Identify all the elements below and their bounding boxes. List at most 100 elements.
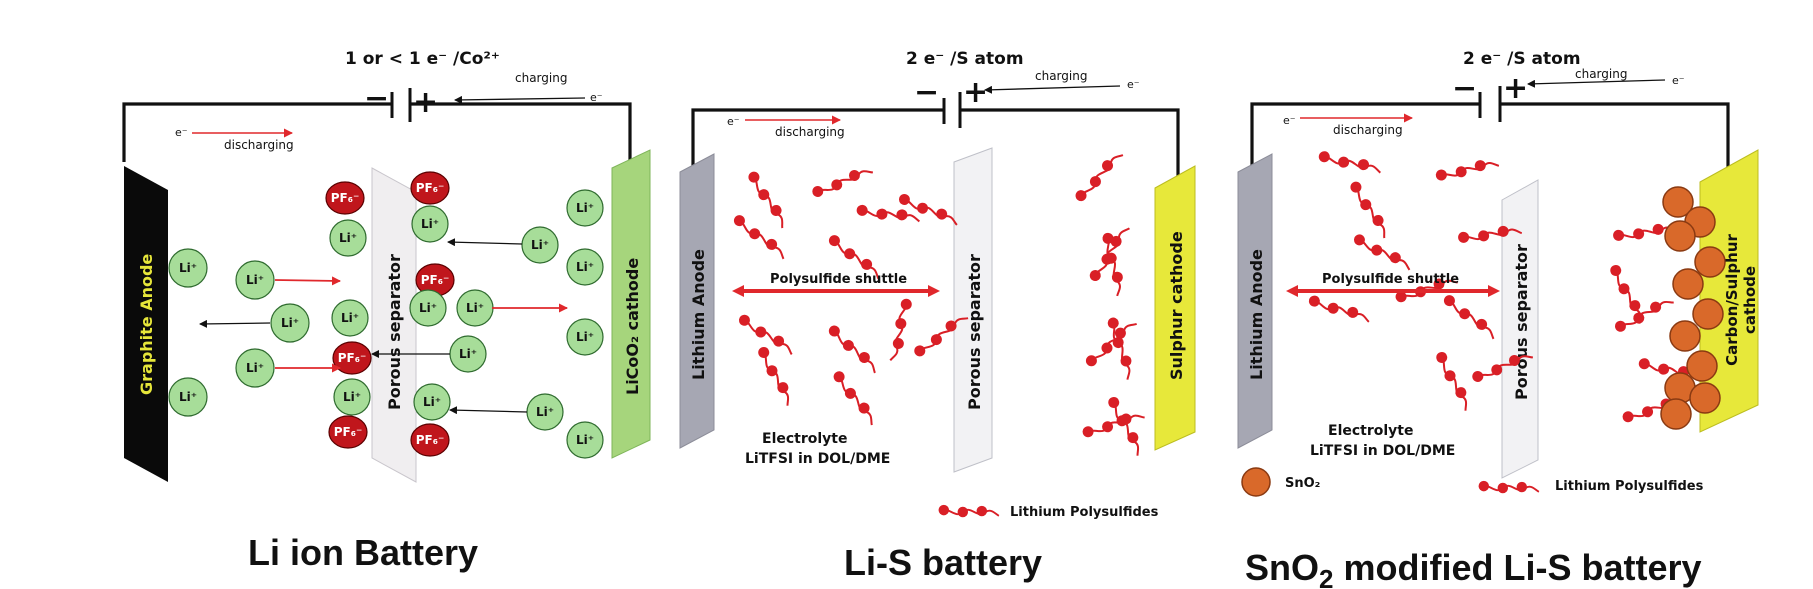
electron-symbol: e⁻ <box>1127 78 1140 91</box>
panel-title: Li ion Battery <box>248 532 478 573</box>
licoo2-cathode-label: LiCoO₂ cathode <box>623 258 642 395</box>
svg-text:Li⁺: Li⁺ <box>339 231 357 245</box>
ion-arrow-black <box>199 319 271 328</box>
sno2-particle <box>1660 398 1692 430</box>
polysulfide-chain <box>1435 160 1500 181</box>
polysulfide-chain <box>1085 323 1137 367</box>
polysulfide-chain <box>1089 227 1131 282</box>
polysulfide-chain <box>1082 413 1145 438</box>
polysulfide-chain <box>733 215 785 260</box>
polysulfide-chain <box>812 169 873 197</box>
discharging-label: discharging <box>224 138 294 152</box>
electron-count-label: 1 or < 1 e⁻ /Co²⁺ <box>345 49 500 69</box>
svg-text:Li⁺: Li⁺ <box>179 390 197 404</box>
separator-label: Porous separator <box>965 254 984 410</box>
li-ion: Li⁺ <box>409 289 447 327</box>
pf6-ion: PF₆⁻ <box>332 341 372 375</box>
svg-text:Li⁺: Li⁺ <box>341 311 359 325</box>
svg-text:PF₆⁻: PF₆⁻ <box>338 351 367 365</box>
polysulfide-chain <box>758 346 790 406</box>
svg-text:Li⁺: Li⁺ <box>466 301 484 315</box>
svg-text:Li⁺: Li⁺ <box>179 261 197 275</box>
charging-label: charging <box>1035 69 1087 83</box>
li-ion: Li⁺ <box>413 383 451 421</box>
polysulfide-chain <box>1353 234 1411 271</box>
polysulfide-chain <box>1614 300 1674 332</box>
polysulfide-chain <box>914 317 969 357</box>
li-ion: Li⁺ <box>329 219 367 257</box>
ion-arrow-red <box>274 276 341 286</box>
charging-label: charging <box>1575 67 1627 81</box>
licoo2-cathode <box>611 149 651 459</box>
li-ion: Li⁺ <box>333 378 371 416</box>
electron-symbol: e⁻ <box>590 91 603 104</box>
electron-count-label: 2 e⁻ /S atom <box>1463 49 1581 69</box>
svg-text:Li⁺: Li⁺ <box>281 316 299 330</box>
li-ion: Li⁺ <box>566 318 604 356</box>
plus-sign: + <box>413 85 438 120</box>
polysulfide-chain <box>856 204 920 223</box>
panel-sno2-li-s: 2 e⁻ /S atom − + charging e⁻ e⁻ discharg… <box>1237 49 1759 589</box>
electrolyte-composition: LiTFSI in DOL/DME <box>1310 443 1455 459</box>
discharging-label: discharging <box>775 125 845 139</box>
li-ion: Li⁺ <box>526 393 564 431</box>
charging-arrow <box>984 85 1121 94</box>
li-ion: Li⁺ <box>168 248 208 288</box>
svg-text:PF₆⁻: PF₆⁻ <box>334 425 363 439</box>
polysulfide-legend-icon <box>1478 480 1540 494</box>
li-ion: Li⁺ <box>235 260 275 300</box>
sno2-particle <box>1672 268 1704 300</box>
li-ion: Li⁺ <box>331 299 369 337</box>
li-ion: Li⁺ <box>168 377 208 417</box>
polysulfide-chain <box>938 504 1000 518</box>
sno2-particle <box>1664 220 1696 252</box>
pf6-ion: PF₆⁻ <box>328 415 368 449</box>
polysulfide-chain <box>738 314 793 356</box>
lithium-anode-label: Lithium Anode <box>689 249 708 380</box>
electrolyte-label: Electrolyte <box>762 431 847 447</box>
polysulfide-chain <box>898 193 958 226</box>
panel-li-ion: 1 or < 1 e⁻ /Co²⁺ − + charging e⁻ e⁻ dis… <box>122 49 651 573</box>
electron-symbol: e⁻ <box>1672 74 1685 87</box>
sno2-particle <box>1669 320 1701 352</box>
svg-text:Li⁺: Li⁺ <box>576 330 594 344</box>
cathode-label-line1: Carbon/Sulphur <box>1723 233 1741 365</box>
polysulfide-legend-label: Lithium Polysulfides <box>1555 479 1704 494</box>
electron-symbol: e⁻ <box>175 126 188 139</box>
svg-text:Li⁺: Li⁺ <box>459 347 477 361</box>
polysulfide-chain <box>1472 354 1533 382</box>
circuit-wire-left <box>691 108 944 172</box>
polysulfide-chain <box>748 171 784 229</box>
polysulfide-legend-label: Lithium Polysulfides <box>1010 505 1159 520</box>
svg-text:Li⁺: Li⁺ <box>531 238 549 252</box>
sno2-particle <box>1689 382 1721 414</box>
lithium-anode <box>1237 153 1273 449</box>
electrolyte-label: Electrolyte <box>1328 423 1413 439</box>
ion-arrow-black <box>447 238 523 247</box>
title-suffix: modified Li-S battery <box>1333 547 1701 588</box>
svg-text:Li⁺: Li⁺ <box>576 260 594 274</box>
porous-separator <box>1501 179 1539 479</box>
lithium-anode <box>679 153 715 449</box>
porous-separator <box>371 167 417 483</box>
charging-label: charging <box>515 71 567 85</box>
circuit-wire-left <box>122 102 392 162</box>
li-ion: Li⁺ <box>411 205 449 243</box>
polysulfide-chain <box>1458 225 1523 243</box>
porous-separator <box>953 147 993 473</box>
title-prefix: SnO <box>1245 547 1319 588</box>
sno2-particle <box>1694 246 1726 278</box>
pf6-ion: PF₆⁻ <box>325 181 365 215</box>
circuit-wire-right <box>410 102 632 165</box>
plus-sign: + <box>1503 71 1528 106</box>
svg-text:Li⁺: Li⁺ <box>246 361 264 375</box>
li-ion: Li⁺ <box>235 348 275 388</box>
li-ion: Li⁺ <box>566 248 604 286</box>
polysulfide-chain <box>1350 181 1386 239</box>
shuttle-label: Polysulfide shuttle <box>770 272 907 287</box>
circuit-wire-right <box>1500 102 1730 180</box>
polysulfide-chain <box>1610 264 1642 324</box>
cathode-label-line2: cathode <box>1741 266 1759 334</box>
shuttle-label: Polysulfide shuttle <box>1322 272 1459 287</box>
svg-text:PF₆⁻: PF₆⁻ <box>416 181 445 195</box>
